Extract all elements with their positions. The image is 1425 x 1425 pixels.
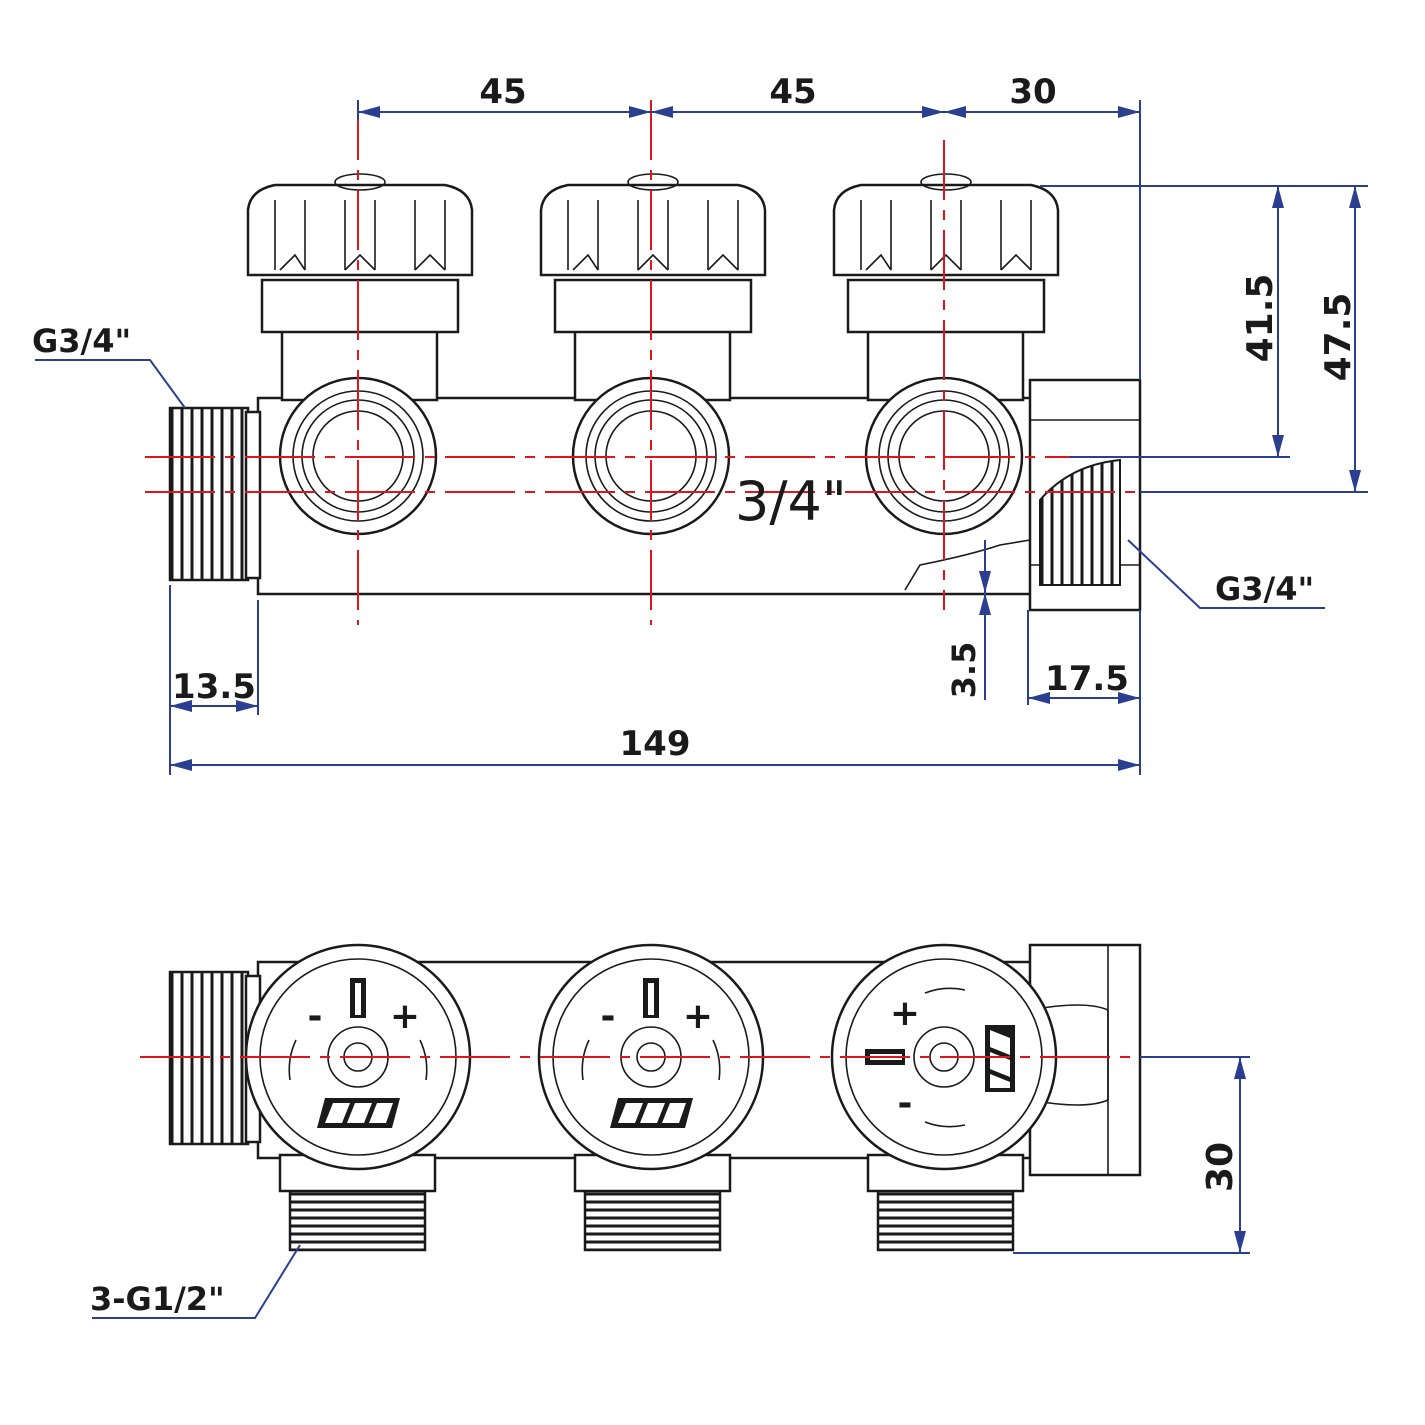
dim-height-outer: 47.5	[1318, 293, 1359, 382]
dim-outlet-depth: 30	[1200, 1142, 1241, 1192]
outlet-thread-1	[288, 1188, 427, 1252]
leader-outlet-right	[1127, 539, 1325, 609]
front-view: 45 45 30 41.5 47.5 13.5 3.5 17.5 149 G3/…	[32, 72, 1368, 775]
label-inlet-left: G3/4"	[32, 322, 131, 360]
outlet-thread-3	[876, 1188, 1015, 1252]
knob-1-minus: -	[308, 996, 323, 1037]
outlet-thread-2	[583, 1188, 722, 1252]
left-thread	[168, 406, 250, 582]
front-centerlines	[145, 100, 1160, 625]
dim-total-length: 149	[620, 724, 691, 764]
label-outlets: 3-G1/2"	[90, 1280, 225, 1318]
front-dimensions	[169, 100, 1368, 775]
top-view: - + - +	[90, 943, 1250, 1319]
dim-spacing-1: 45	[479, 72, 526, 112]
top-dimensions	[1013, 1056, 1250, 1254]
knob-3-plus: +	[890, 993, 920, 1034]
knob-1-plus: +	[390, 996, 420, 1037]
leader-inlet-left	[35, 359, 186, 409]
dim-height-inner: 41.5	[1240, 274, 1281, 363]
knob-2-minus: -	[601, 996, 616, 1037]
dim-spacing-2: 45	[769, 72, 816, 112]
knob-3-minus: -	[898, 1083, 913, 1124]
dim-offset-small: 3.5	[945, 642, 983, 699]
knob-2-plus: +	[683, 996, 713, 1037]
leader-outlets	[92, 1244, 301, 1319]
left-thread-collar	[244, 410, 262, 580]
dim-end-offset: 30	[1009, 72, 1056, 112]
valve-knob-2	[539, 173, 767, 536]
label-outlet-right: G3/4"	[1215, 570, 1314, 608]
label-body-size: 3/4"	[735, 470, 847, 533]
dim-thread-left: 13.5	[172, 667, 256, 707]
dim-thread-right: 17.5	[1045, 659, 1129, 699]
